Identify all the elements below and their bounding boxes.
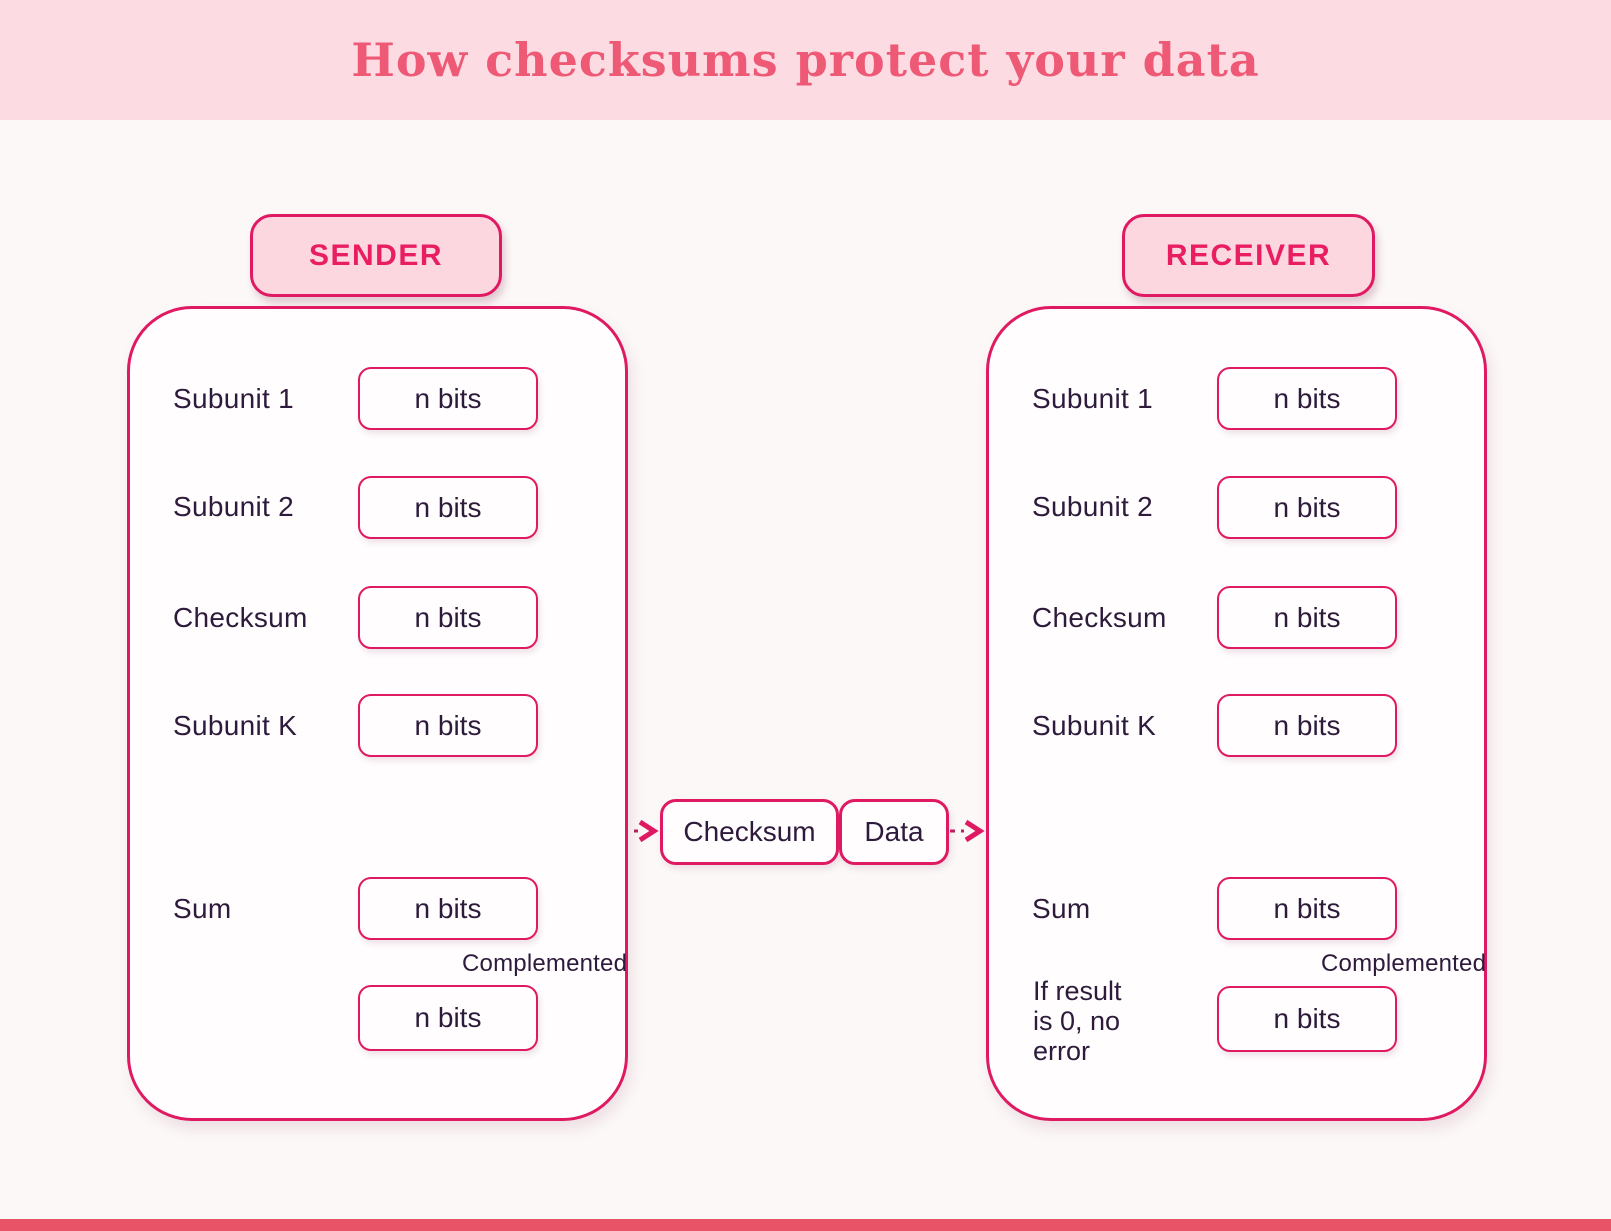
arrow-right-icon [638,819,659,843]
sender-sum-box: n bits [358,877,538,940]
sender-row-label: Subunit K [173,709,298,741]
receiver-row-label: Checksum [1032,601,1167,633]
sender-sum-label: Sum [173,892,232,924]
receiver-sum-label: Sum [1032,892,1091,924]
receiver-complement-label: Complemented [1321,950,1487,977]
receiver-nbits-box: n bits [1217,367,1397,430]
sender-row-label: Subunit 1 [173,382,295,414]
receiver-nbits-box: n bits [1217,586,1397,649]
sender-row-label: Subunit 2 [173,490,295,522]
data-packet-box: Data [839,799,949,865]
sender-badge: SENDER [250,214,502,297]
checksum-packet-box: Checksum [660,799,839,865]
result-note: If result is 0, no error [1033,976,1122,1066]
sender-nbits-box: n bits [358,476,538,539]
sender-complement-label: Complemented [462,950,628,977]
receiver-sum-box: n bits [1217,877,1397,940]
receiver-row-label: Subunit 2 [1032,490,1154,522]
receiver-nbits-box: n bits [1217,476,1397,539]
receiver-badge: RECEIVER [1122,214,1375,297]
receiver-complement-box: n bits [1217,986,1397,1052]
bottom-accent-bar [0,1219,1611,1231]
sender-row-label: Checksum [173,601,308,633]
title-banner: How checksums protect your data [0,0,1611,120]
sender-complement-box: n bits [358,985,538,1051]
sender-nbits-box: n bits [358,694,538,757]
sender-nbits-box: n bits [358,586,538,649]
receiver-row-label: Subunit K [1032,709,1157,741]
sender-nbits-box: n bits [358,367,538,430]
receiver-nbits-box: n bits [1217,694,1397,757]
receiver-row-label: Subunit 1 [1032,382,1154,414]
page-title: How checksums protect your data [351,33,1260,87]
arrow-right-icon [964,819,985,843]
